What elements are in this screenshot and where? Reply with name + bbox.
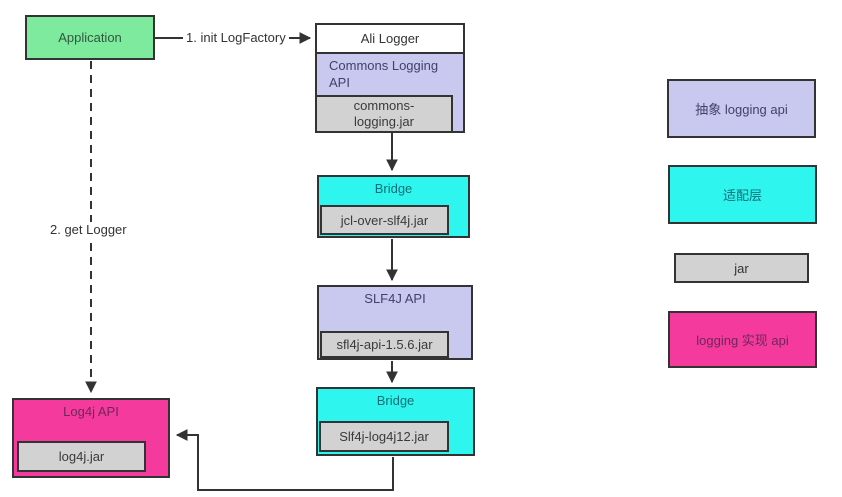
init-logfactory-label: 1. init LogFactory [183,30,289,45]
jcl-over-slf4j-jar: jcl-over-slf4j.jar [320,205,449,235]
bridge-bottom-label: Bridge [376,393,415,408]
bridge-top-node: Bridge jcl-over-slf4j.jar [317,175,470,238]
get-logger-label: 2. get Logger [47,222,130,237]
log4j-jar-label: log4j.jar [58,449,105,464]
slf4j-log4j12-jar-label: Slf4j-log4j12.jar [339,429,429,444]
sfl4j-api-jar: sfl4j-api-1.5.6.jar [320,331,449,358]
application-node: Application [25,15,155,60]
sfl4j-api-jar-label: sfl4j-api-1.5.6.jar [336,337,433,352]
log4j-jar: log4j.jar [17,441,146,472]
log4j-api-label: Log4j API [63,404,119,419]
commons-logging-jar-label: commons-logging.jar [353,97,415,129]
commons-logging-api-label: Commons Logging API [329,58,439,90]
slf4j-api-label: SLF4J API [364,291,426,306]
legend-adapter-layer: 适配层 [668,165,817,224]
legend-logging-impl-api-label: logging 实现 api [696,333,789,348]
bridge-bottom-node: Bridge Slf4j-log4j12.jar [316,387,475,456]
legend-adapter-layer-label: 适配层 [722,188,762,203]
application-label: Application [58,30,122,45]
bridge-to-log4j-arrow [175,429,394,491]
slf4j-api-node: SLF4J API sfl4j-api-1.5.6.jar [317,285,473,360]
legend-abstract-logging-api-label: 抽象 logging api [695,102,788,117]
ali-logger-title: Ali Logger [360,31,420,46]
legend-jar-label: jar [734,260,749,276]
commons-logging-jar: commons-logging.jar [315,95,453,133]
legend-logging-impl-api: logging 实现 api [668,311,817,368]
legend-jar: jar [674,253,809,283]
bridge-top-label: Bridge [374,181,413,196]
ali-logger-node: Ali Logger Commons Logging API commons-l… [315,23,465,133]
jcl-over-slf4j-jar-label: jcl-over-slf4j.jar [340,212,429,228]
commons-logging-api-layer: Commons Logging API commons-logging.jar [315,54,463,133]
ali-logger-header: Ali Logger [317,25,463,54]
log4j-api-node: Log4j API log4j.jar [12,398,170,478]
legend-abstract-logging-api: 抽象 logging api [667,79,816,138]
slf4j-log4j12-jar: Slf4j-log4j12.jar [319,421,449,452]
